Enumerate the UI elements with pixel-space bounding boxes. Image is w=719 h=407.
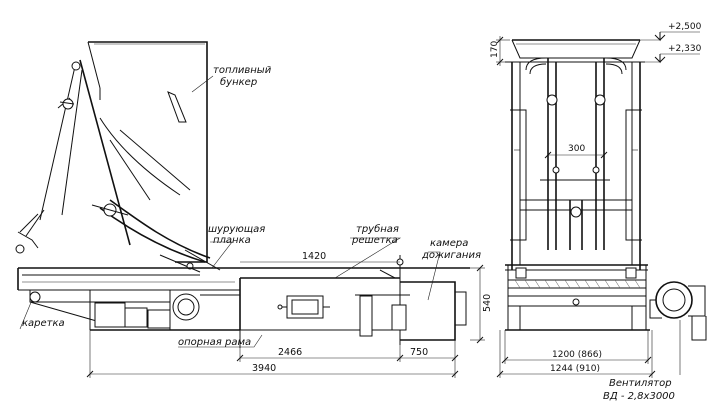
under-frame	[29, 290, 240, 331]
stoking-bar-label-1: шурующая	[208, 224, 265, 235]
front-frames	[510, 62, 642, 270]
fuel-bunker-label-1: топливный	[213, 65, 272, 76]
dim-750: 750	[410, 347, 428, 358]
dim-2466: 2466	[278, 347, 302, 358]
dim-1200: 1200 (866)	[552, 350, 602, 360]
fan-label-2: ВД - 2,8х3000	[603, 391, 675, 402]
front-view: 170 300 +2,500 +2,330 1200 (866) 1244 (9…	[490, 22, 707, 402]
dim-1244: 1244 (910)	[550, 364, 600, 374]
fan-label-1: Вентилятор	[609, 378, 672, 389]
screw-assembly	[91, 117, 221, 273]
stoking-bar-label-2: планка	[213, 235, 251, 246]
support-frame-label: опорная рама	[178, 337, 251, 348]
carriage-label: каретка	[22, 318, 65, 329]
dim-300: 300	[568, 144, 585, 154]
front-dimensions	[496, 31, 700, 378]
dim-170: 170	[490, 41, 500, 58]
afterburn-label-1: камера	[430, 238, 468, 249]
fuel-bunker	[87, 41, 208, 263]
main-body	[17, 255, 470, 348]
dim-540: 540	[482, 294, 493, 312]
dim-3940: 3940	[252, 363, 276, 374]
elev-2330: +2,330	[668, 44, 702, 54]
afterburn-label-2: дожигания	[421, 250, 481, 261]
front-pipes	[525, 57, 627, 250]
fuel-bunker-label-2: бункер	[220, 76, 257, 88]
front-hopper	[505, 39, 645, 63]
dimension-lines	[86, 261, 485, 378]
dim-1420: 1420	[302, 251, 326, 262]
elev-2500: +2,500	[668, 22, 702, 32]
front-base	[505, 264, 650, 331]
tube-grate-label-2: решетка	[351, 235, 398, 246]
tube-grate-label-1: трубная	[356, 223, 399, 235]
fan	[649, 281, 707, 341]
side-view: топливный бункер шурующая планка трубная…	[15, 41, 493, 378]
feeder-chute	[15, 59, 131, 254]
leader-lines	[19, 75, 441, 348]
